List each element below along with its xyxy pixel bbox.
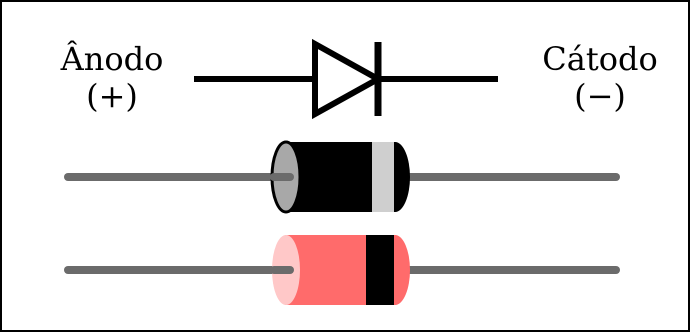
black-diode-icon	[64, 140, 620, 214]
black-diode-right-cap	[394, 142, 409, 212]
red-diode-right-cap	[394, 235, 409, 305]
black-diode-band	[372, 142, 394, 212]
anode-sign: (+)	[86, 77, 138, 115]
cathode-sign: (−)	[574, 77, 626, 115]
red-diode-band	[366, 235, 394, 305]
symbol-triangle	[312, 38, 385, 120]
diode-symbol-icon	[194, 38, 498, 120]
cathode-label: Cátodo	[542, 40, 657, 78]
anode-label: Ânodo	[60, 40, 164, 78]
red-diode-icon	[64, 235, 620, 305]
